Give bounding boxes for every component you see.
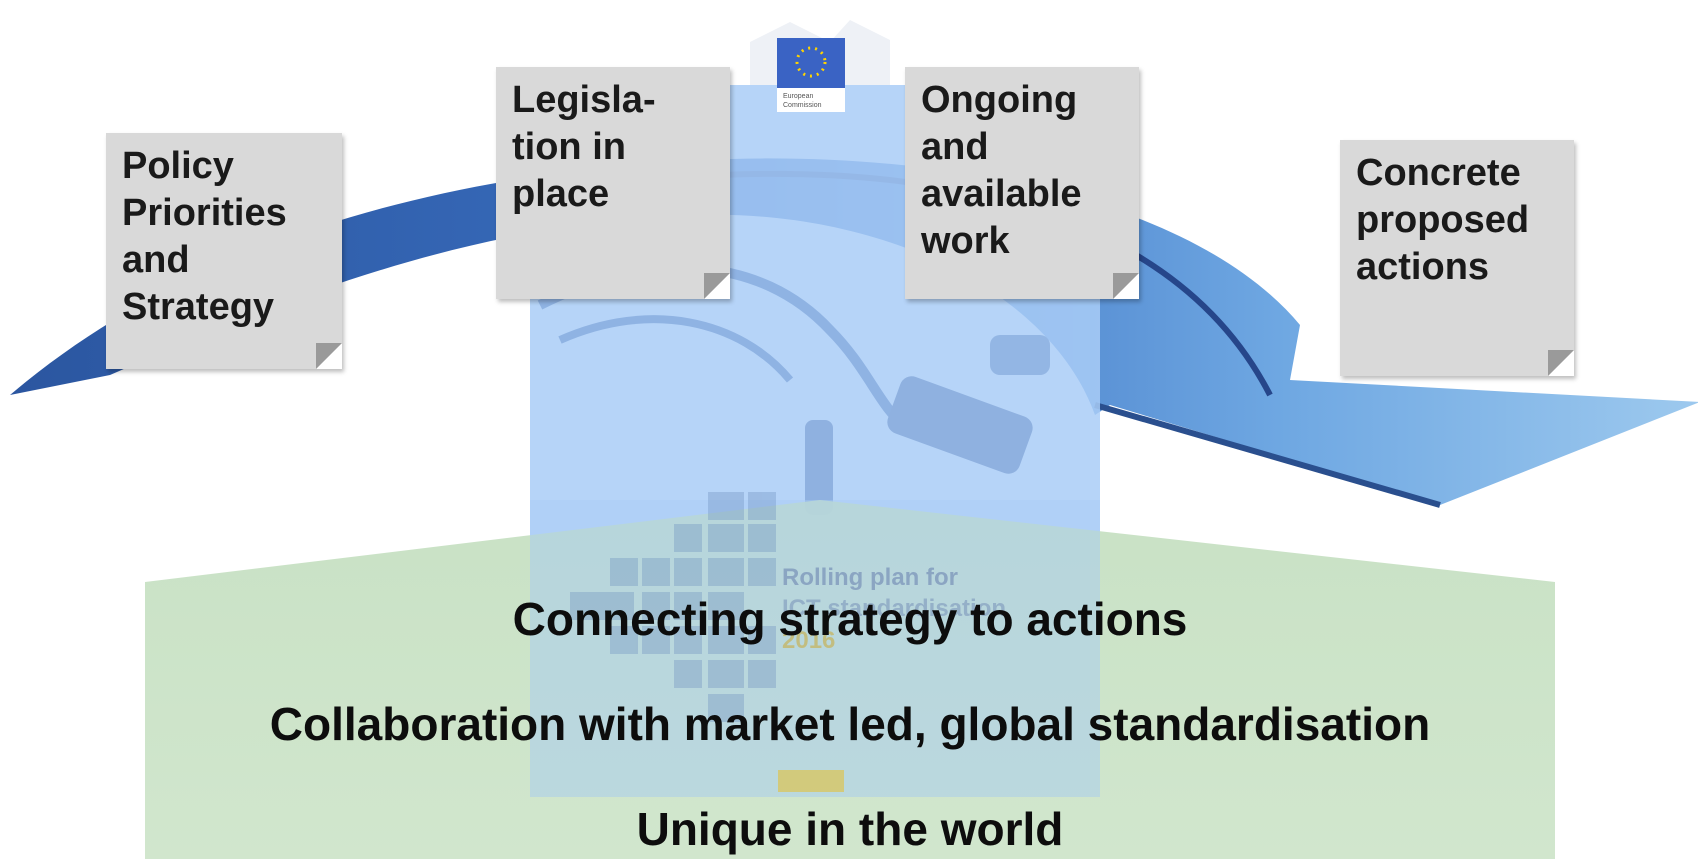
- note-legislation: Legisla- tion in place: [496, 67, 730, 299]
- eu-publisher-line-1: European: [783, 93, 813, 100]
- eu-publisher-line-2: Commission: [783, 102, 822, 109]
- statement-unique: Unique in the world: [636, 803, 1064, 855]
- eu-logo: [777, 38, 845, 88]
- statement-collaboration: Collaboration with market led, global st…: [269, 698, 1431, 750]
- document-year: 2016: [782, 627, 835, 654]
- note-folded-corner: [1548, 350, 1574, 376]
- note-concrete-actions: Concrete proposed actions: [1340, 140, 1574, 376]
- curved-arrow: [10, 158, 1698, 505]
- statement-connecting: Connecting strategy to actions: [512, 593, 1188, 645]
- document-title-line-2: ICT standardisation: [782, 595, 1006, 622]
- note-policy-priorities: Policy Priorities and Strategy: [106, 133, 342, 369]
- note-folded-corner: [704, 273, 730, 299]
- note-ongoing-work: Ongoing and available work: [905, 67, 1139, 299]
- document-title-line-1: Rolling plan for: [782, 564, 958, 591]
- note-folded-corner: [316, 343, 342, 369]
- note-folded-corner: [1113, 273, 1139, 299]
- green-band: [145, 500, 1555, 859]
